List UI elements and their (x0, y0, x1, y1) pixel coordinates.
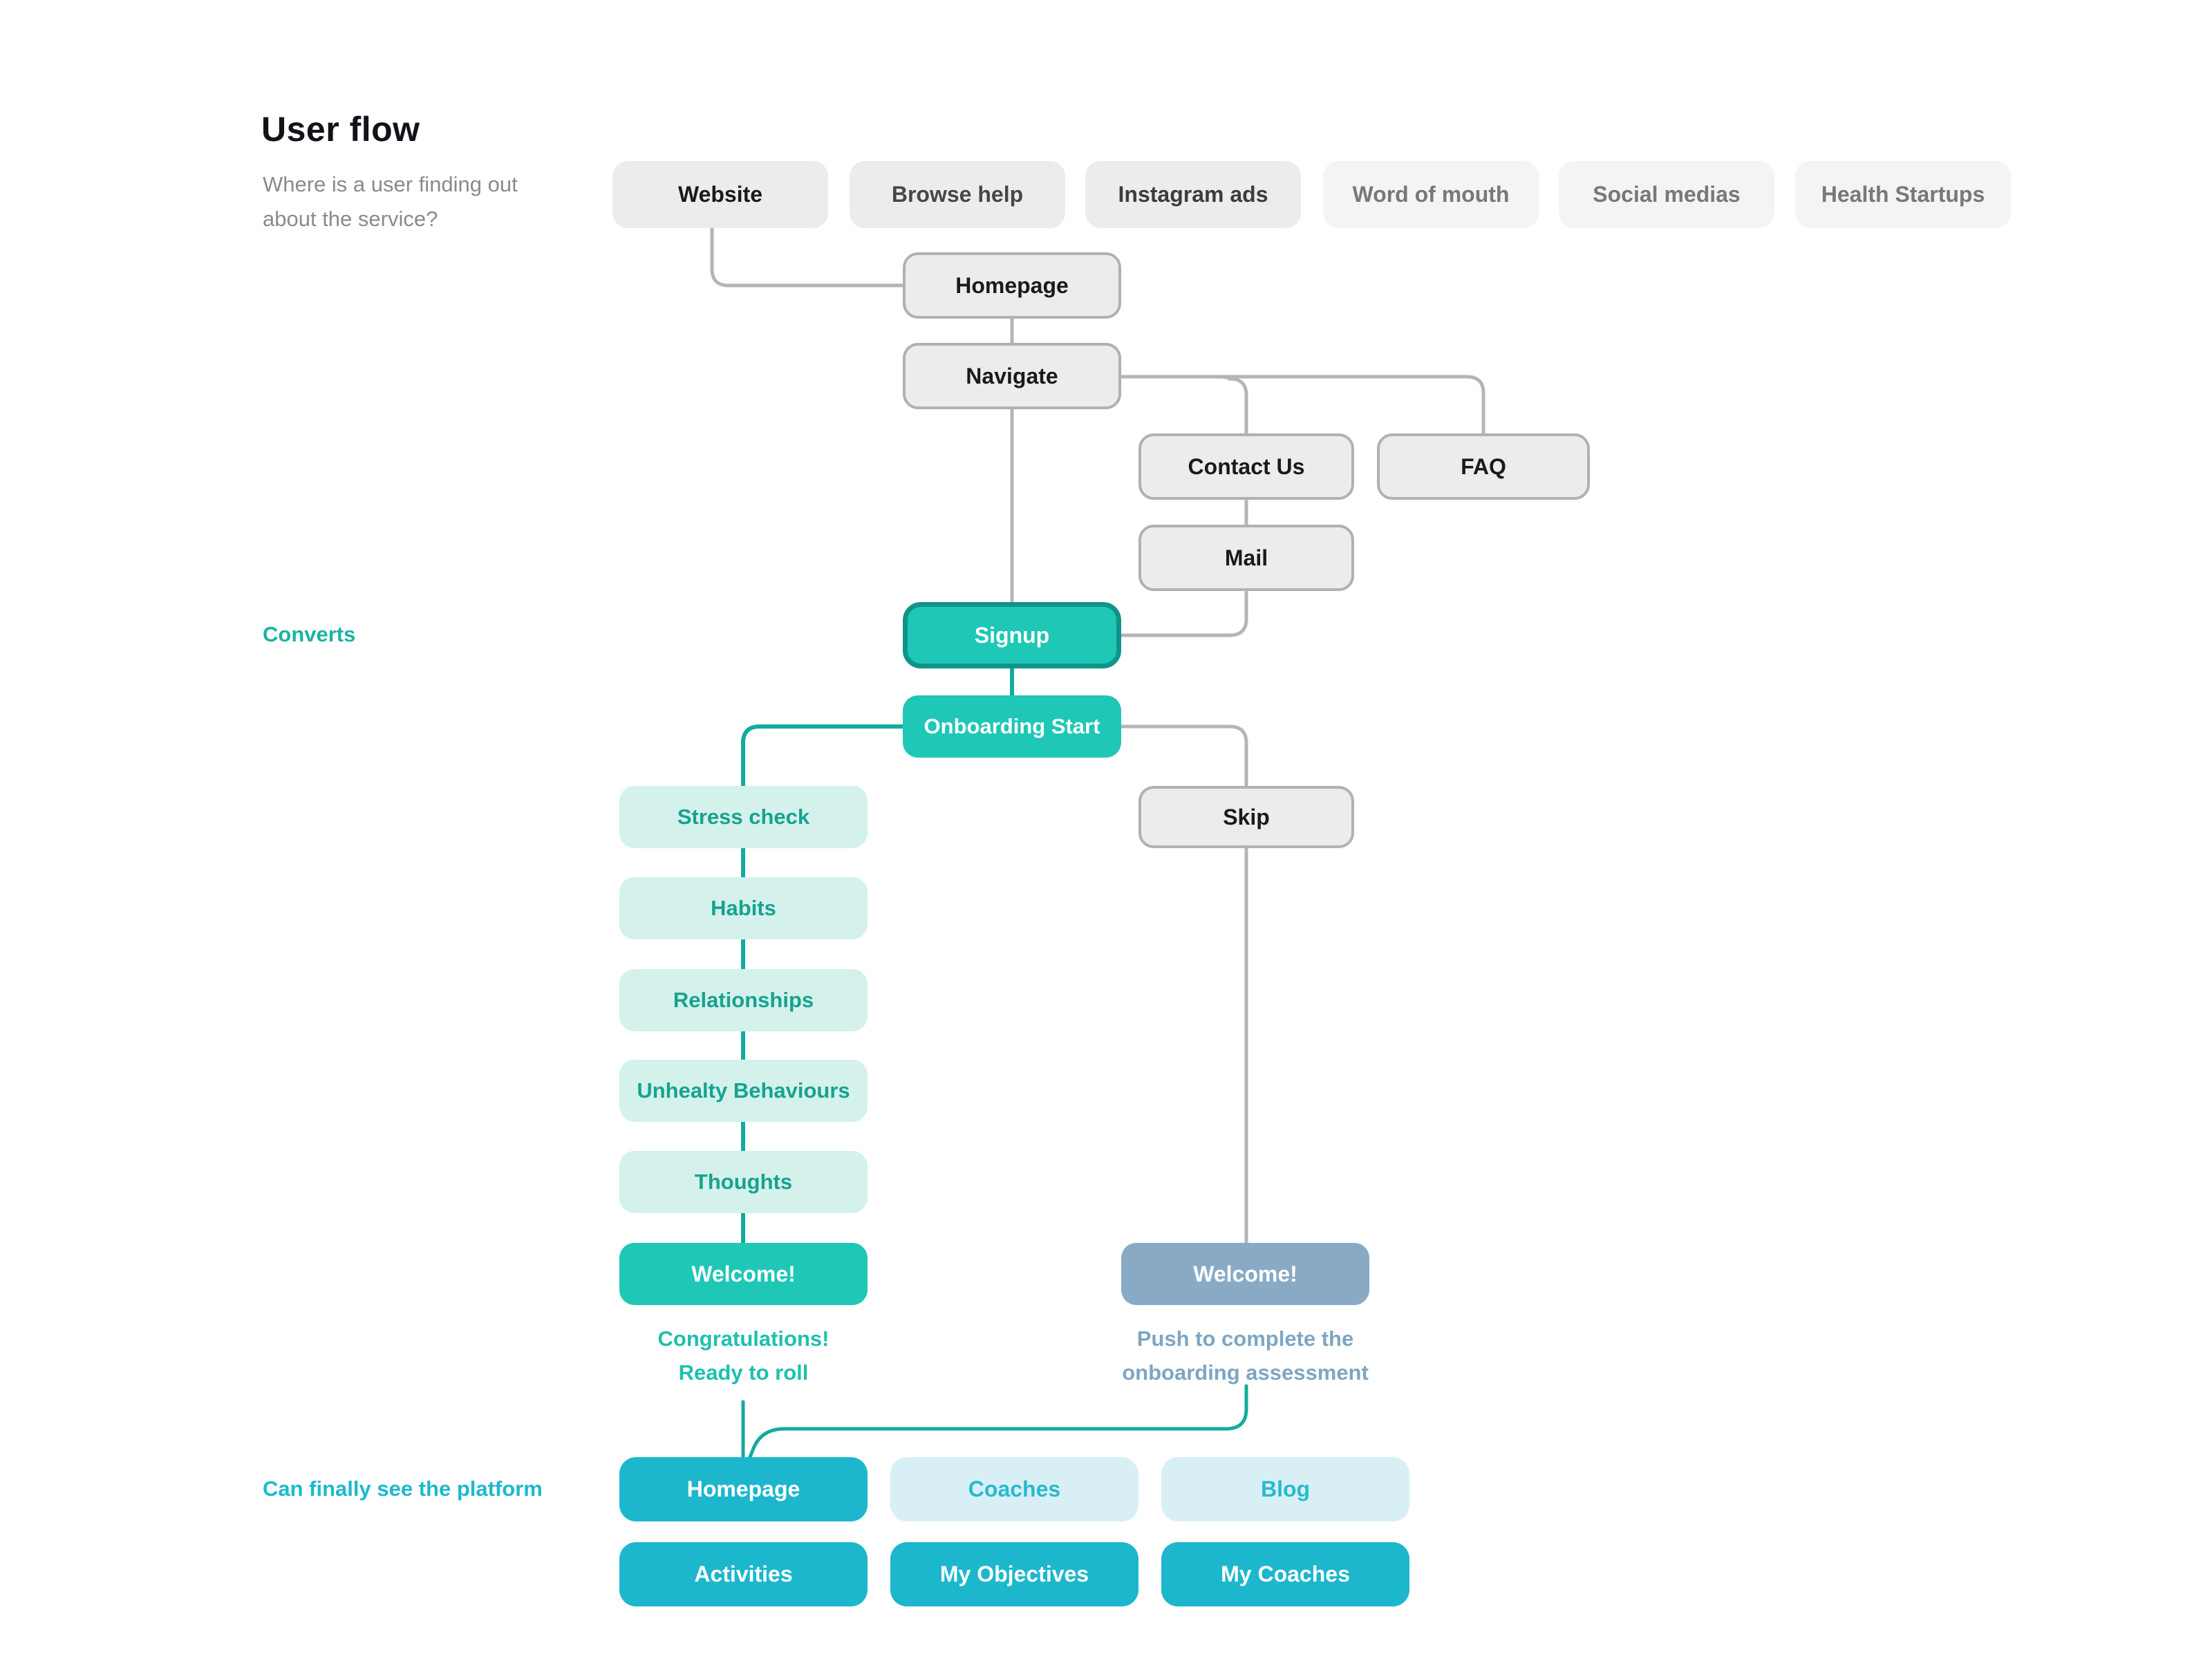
node-platform-coaches[interactable]: Coaches (890, 1457, 1138, 1521)
node-social-medias[interactable]: Social medias (1559, 161, 1774, 228)
node-habits[interactable]: Habits (619, 877, 868, 939)
connector-onboarding-stress (741, 724, 905, 788)
node-unhealthy-behaviours[interactable]: Unhealty Behaviours (619, 1060, 868, 1122)
skip-note-caption: Push to complete the onboarding assessme… (1121, 1322, 1369, 1389)
skip-note-line1: Push to complete the (1136, 1327, 1354, 1351)
node-word-of-mouth[interactable]: Word of mouth (1323, 161, 1539, 228)
connector-website-homepage (710, 226, 905, 288)
congratulations-line1: Congratulations! (657, 1327, 830, 1351)
connector-mail-signup (1119, 590, 1248, 637)
node-faq[interactable]: FAQ (1377, 433, 1590, 500)
connector-onboarding-skip (1119, 724, 1248, 788)
platform-label: Can finally see the platform (263, 1477, 543, 1501)
page-subtitle: Where is a user finding out about the se… (263, 172, 518, 231)
connector-navigate-faq (1119, 375, 1485, 435)
node-skip[interactable]: Skip (1138, 786, 1354, 848)
connector-navigate-contact (1211, 375, 1248, 435)
node-stress-check[interactable]: Stress check (619, 786, 868, 848)
node-platform-my-coaches[interactable]: My Coaches (1161, 1542, 1409, 1606)
node-homepage[interactable]: Homepage (903, 252, 1121, 319)
congratulations-caption: Congratulations! Ready to roll (619, 1322, 868, 1389)
node-website[interactable]: Website (612, 161, 828, 228)
node-platform-homepage[interactable]: Homepage (619, 1457, 868, 1521)
node-welcome-complete[interactable]: Welcome! (619, 1243, 868, 1305)
connector-skip-path-merge (744, 1384, 1248, 1469)
node-thoughts[interactable]: Thoughts (619, 1151, 868, 1213)
node-platform-my-objectives[interactable]: My Objectives (890, 1542, 1138, 1606)
node-platform-activities[interactable]: Activities (619, 1542, 868, 1606)
node-instagram-ads[interactable]: Instagram ads (1085, 161, 1301, 228)
node-welcome-skipped[interactable]: Welcome! (1121, 1243, 1369, 1305)
page-title: User flow (261, 110, 420, 149)
congratulations-line2: Ready to roll (678, 1360, 809, 1385)
node-onboarding-start[interactable]: Onboarding Start (903, 695, 1121, 758)
node-mail[interactable]: Mail (1138, 525, 1354, 591)
skip-note-line2: onboarding assessment (1122, 1360, 1369, 1385)
converts-label: Converts (263, 622, 356, 646)
node-relationships[interactable]: Relationships (619, 969, 868, 1031)
node-browse-help[interactable]: Browse help (850, 161, 1065, 228)
node-navigate[interactable]: Navigate (903, 343, 1121, 409)
node-platform-blog[interactable]: Blog (1161, 1457, 1409, 1521)
node-signup[interactable]: Signup (903, 602, 1121, 668)
node-contact-us[interactable]: Contact Us (1138, 433, 1354, 500)
node-health-startups[interactable]: Health Startups (1795, 161, 2011, 228)
